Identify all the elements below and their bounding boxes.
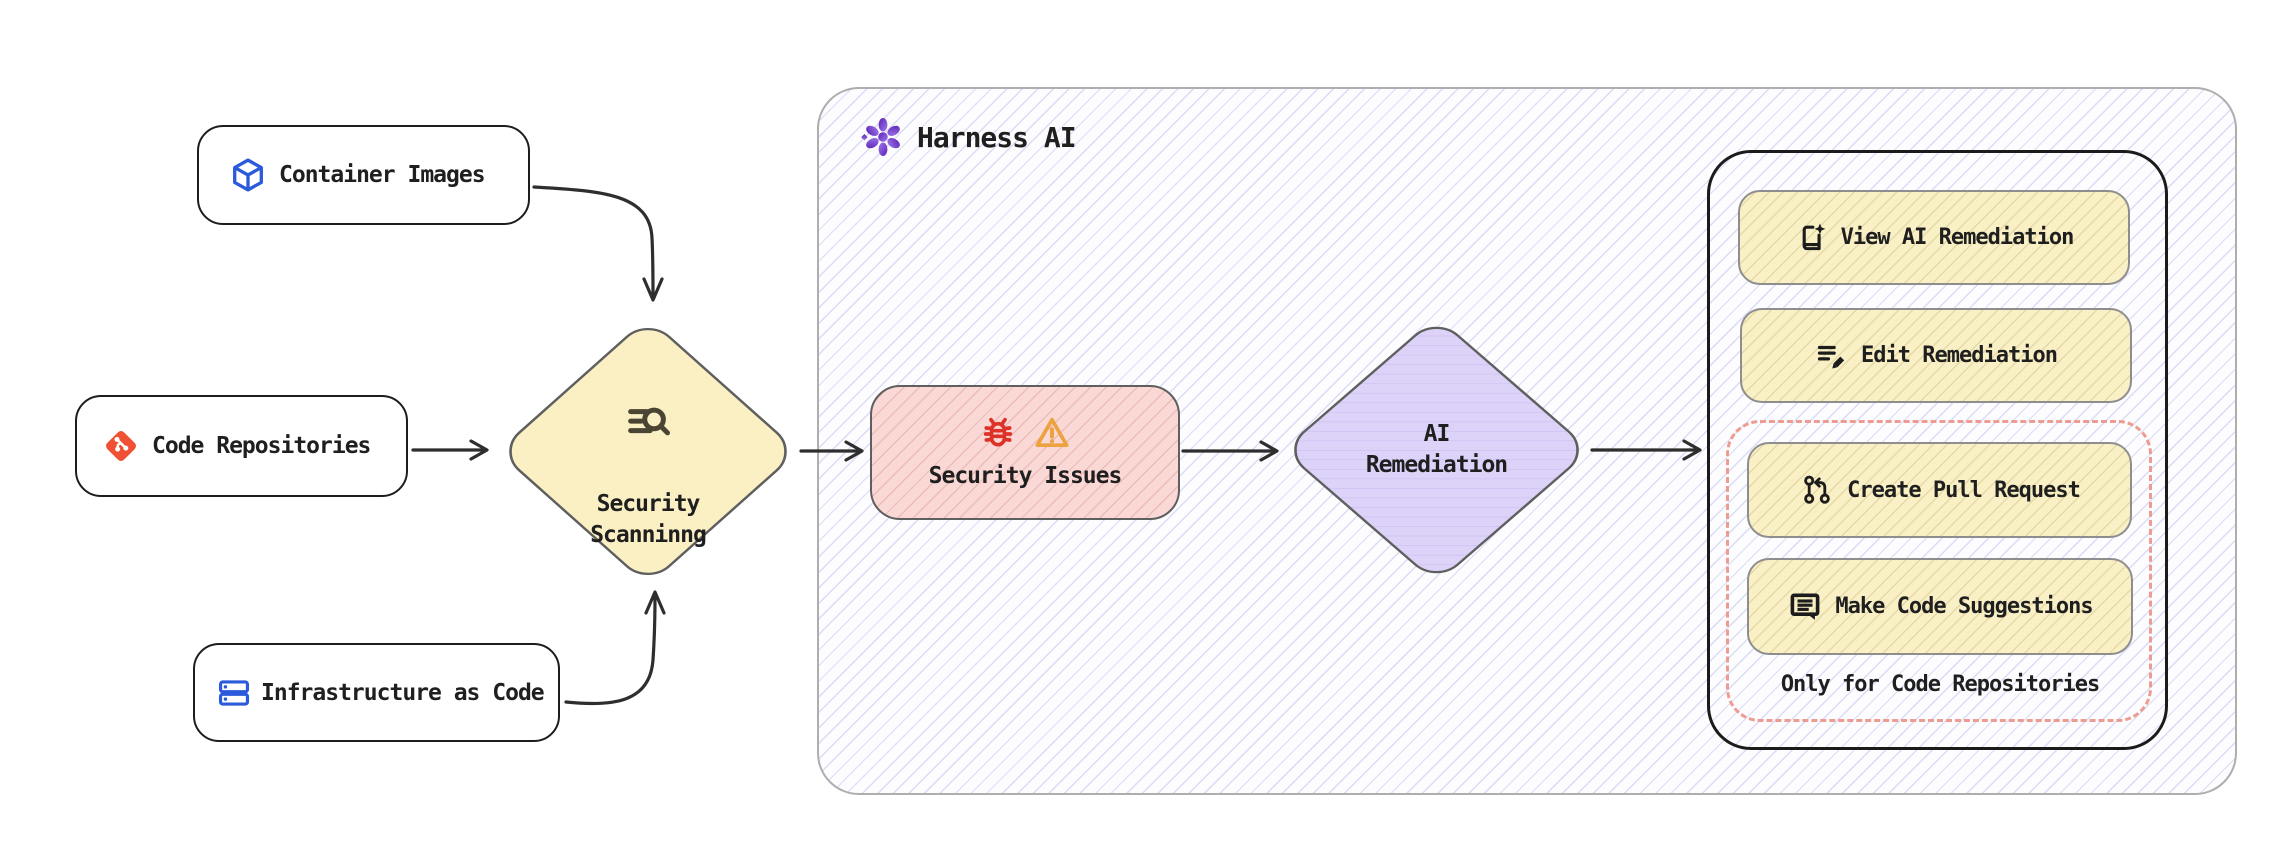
- search-list-icon: [622, 396, 674, 448]
- action-label: View AI Remediation: [1840, 225, 2075, 250]
- book-sparkle-icon: [1795, 221, 1829, 255]
- make-code-suggestions-item: Make Code Suggestions: [1747, 558, 2133, 655]
- security-scanning-label: Security Scanninng: [590, 491, 707, 548]
- edit-remediation-item: Edit Remediation: [1740, 308, 2132, 403]
- action-label: Make Code Suggestions: [1835, 594, 2093, 619]
- cube-icon: [229, 156, 267, 194]
- remediation-actions-frame: [1707, 150, 2168, 750]
- pull-request-icon: [1799, 472, 1835, 508]
- node-code-repositories: Code Repositories: [75, 395, 408, 497]
- warning-icon: [1032, 413, 1072, 453]
- node-security-issues: Security Issues: [870, 385, 1180, 520]
- arrow-remediation-to-actions: [1590, 439, 1702, 461]
- node-label: Code Repositories: [152, 433, 371, 459]
- harness-ai-header: Harness AI: [860, 114, 1077, 160]
- comment-lines-icon: [1787, 589, 1823, 625]
- arrow-issues-to-remediation: [1181, 440, 1279, 462]
- edit-lines-pencil-icon: [1815, 339, 1849, 373]
- node-label: Infrastructure as Code: [261, 679, 545, 706]
- arrow-infrastructure-to-scanning: [564, 590, 666, 706]
- node-infrastructure-as-code: Infrastructure as Code: [193, 643, 560, 742]
- git-icon: [101, 426, 141, 466]
- arrow-container-images-to-scanning: [532, 185, 664, 302]
- harness-flower-icon: [860, 114, 906, 160]
- security-issues-icons: [978, 413, 1072, 453]
- view-ai-remediation-item: View AI Remediation: [1738, 190, 2130, 285]
- create-pull-request-item: Create Pull Request: [1747, 442, 2132, 538]
- server-stack-icon: [215, 674, 253, 712]
- action-label: Create Pull Request: [1847, 477, 2081, 503]
- bug-icon: [978, 413, 1018, 453]
- node-label: Container Images: [279, 162, 486, 188]
- harness-ai-title: Harness AI: [917, 120, 1077, 154]
- arrow-code-repositories-to-scanning: [411, 439, 489, 461]
- node-ai-remediation-diamond: [1294, 326, 1579, 574]
- action-label: Edit Remediation: [1861, 343, 2058, 368]
- node-security-scanning-diamond: [509, 327, 787, 576]
- arrow-scanning-to-issues: [799, 440, 864, 462]
- repo-only-group: [1726, 420, 2152, 722]
- ai-remediation-label: AI Remediation: [1365, 421, 1508, 478]
- repo-only-note: Only for Code Repositories: [1780, 672, 2100, 697]
- security-issues-label: Security Issues: [928, 463, 1123, 489]
- node-container-images: Container Images: [197, 125, 530, 225]
